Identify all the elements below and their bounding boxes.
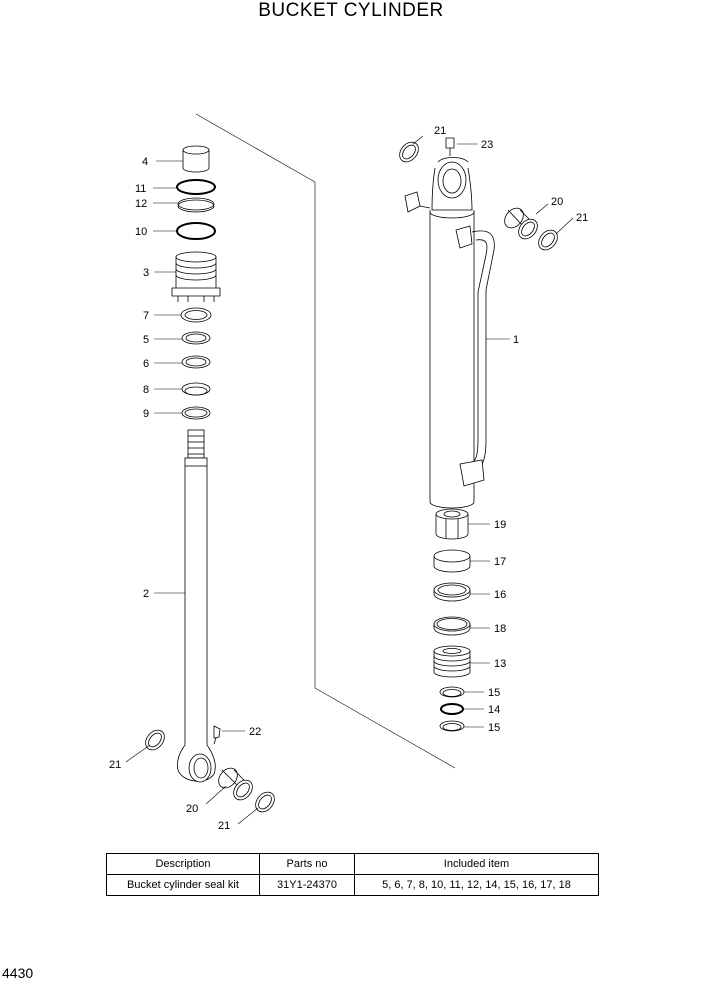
callout-7: 7 [143,310,149,322]
callout-23: 23 [481,139,493,151]
exploded-parts-diagram: 4 11 12 10 3 7 5 6 8 9 2 22 21 20 21 21 … [109,113,588,832]
leader-lines [125,135,574,825]
table-row: Bucket cylinder seal kit 31Y1-24370 5, 6… [106,874,599,896]
callout-9: 9 [143,408,149,420]
part-22-grease-nipple [213,725,221,745]
part-9-snap-ring [181,406,211,420]
part-5-seal [181,331,211,345]
part-19-lock-nut [435,508,469,540]
callout-22: 22 [249,726,261,738]
column-header-included-item: Included item [354,853,599,875]
callout-21: 21 [576,212,588,224]
callout-21: 21 [109,759,121,771]
part-16-piston-seal [433,582,471,602]
callout-15: 15 [488,687,500,699]
part-21-dust-seal [255,791,275,813]
callout-20: 20 [551,196,563,208]
callout-3: 3 [143,267,149,279]
part-3-rod-cover [171,251,221,302]
callout-13: 13 [494,658,506,670]
part-23-grease-nipple [445,137,455,156]
part-6-seal [181,355,211,369]
part-11-o-ring [176,179,216,195]
part-17-wear-ring [433,549,471,573]
part-2-piston-rod [177,429,216,783]
callout-8: 8 [143,384,149,396]
callout-labels: 4 11 12 10 3 7 5 6 8 9 2 22 21 20 21 21 … [109,125,588,832]
part-14-o-ring [440,703,464,715]
part-20-bushing [504,207,538,240]
callout-20: 20 [186,803,198,815]
callout-14: 14 [488,704,500,716]
part-13-piston [433,645,471,678]
part-12-backup-ring [177,197,215,213]
table-header-row: Description Parts no Included item [106,853,599,875]
assembly-guide-lines [195,113,456,769]
callout-5: 5 [143,334,149,346]
callout-19: 19 [494,519,506,531]
column-header-description: Description [106,853,260,875]
part-21-dust-seal [399,141,419,163]
callout-15: 15 [488,722,500,734]
part-21-dust-seal [145,729,165,751]
column-header-parts-no: Parts no [259,853,355,875]
callout-21: 21 [218,820,230,832]
cell-description: Bucket cylinder seal kit [106,874,260,896]
callout-1: 1 [513,334,519,346]
part-8-dust-wiper [181,382,211,396]
part-15-backup-ring [439,686,465,698]
callout-21: 21 [434,125,446,137]
cell-part-no: 31Y1-24370 [259,874,355,896]
part-20-bushing [218,767,253,801]
part-15-backup-ring [439,720,465,732]
part-21-dust-seal [538,229,558,251]
callout-11: 11 [135,183,146,195]
part-10-o-ring [176,222,216,240]
seal-kit-table: Description Parts no Included item Bucke… [106,853,599,896]
page-number: 4430 [2,965,34,981]
part-4-bushing [182,145,210,173]
part-1-cylinder-tube [404,157,495,509]
callout-12: 12 [135,198,147,210]
part-18-wear-ring [433,616,471,636]
callout-18: 18 [494,623,506,635]
part-7-seal [180,307,212,323]
callout-17: 17 [494,556,506,568]
callout-6: 6 [143,358,149,370]
page-title: BUCKET CYLINDER [258,0,444,21]
callout-10: 10 [135,226,147,238]
callout-4: 4 [142,156,148,168]
callout-2: 2 [143,588,149,600]
cell-included-items: 5, 6, 7, 8, 10, 11, 12, 14, 15, 16, 17, … [354,874,599,896]
callout-16: 16 [494,589,506,601]
